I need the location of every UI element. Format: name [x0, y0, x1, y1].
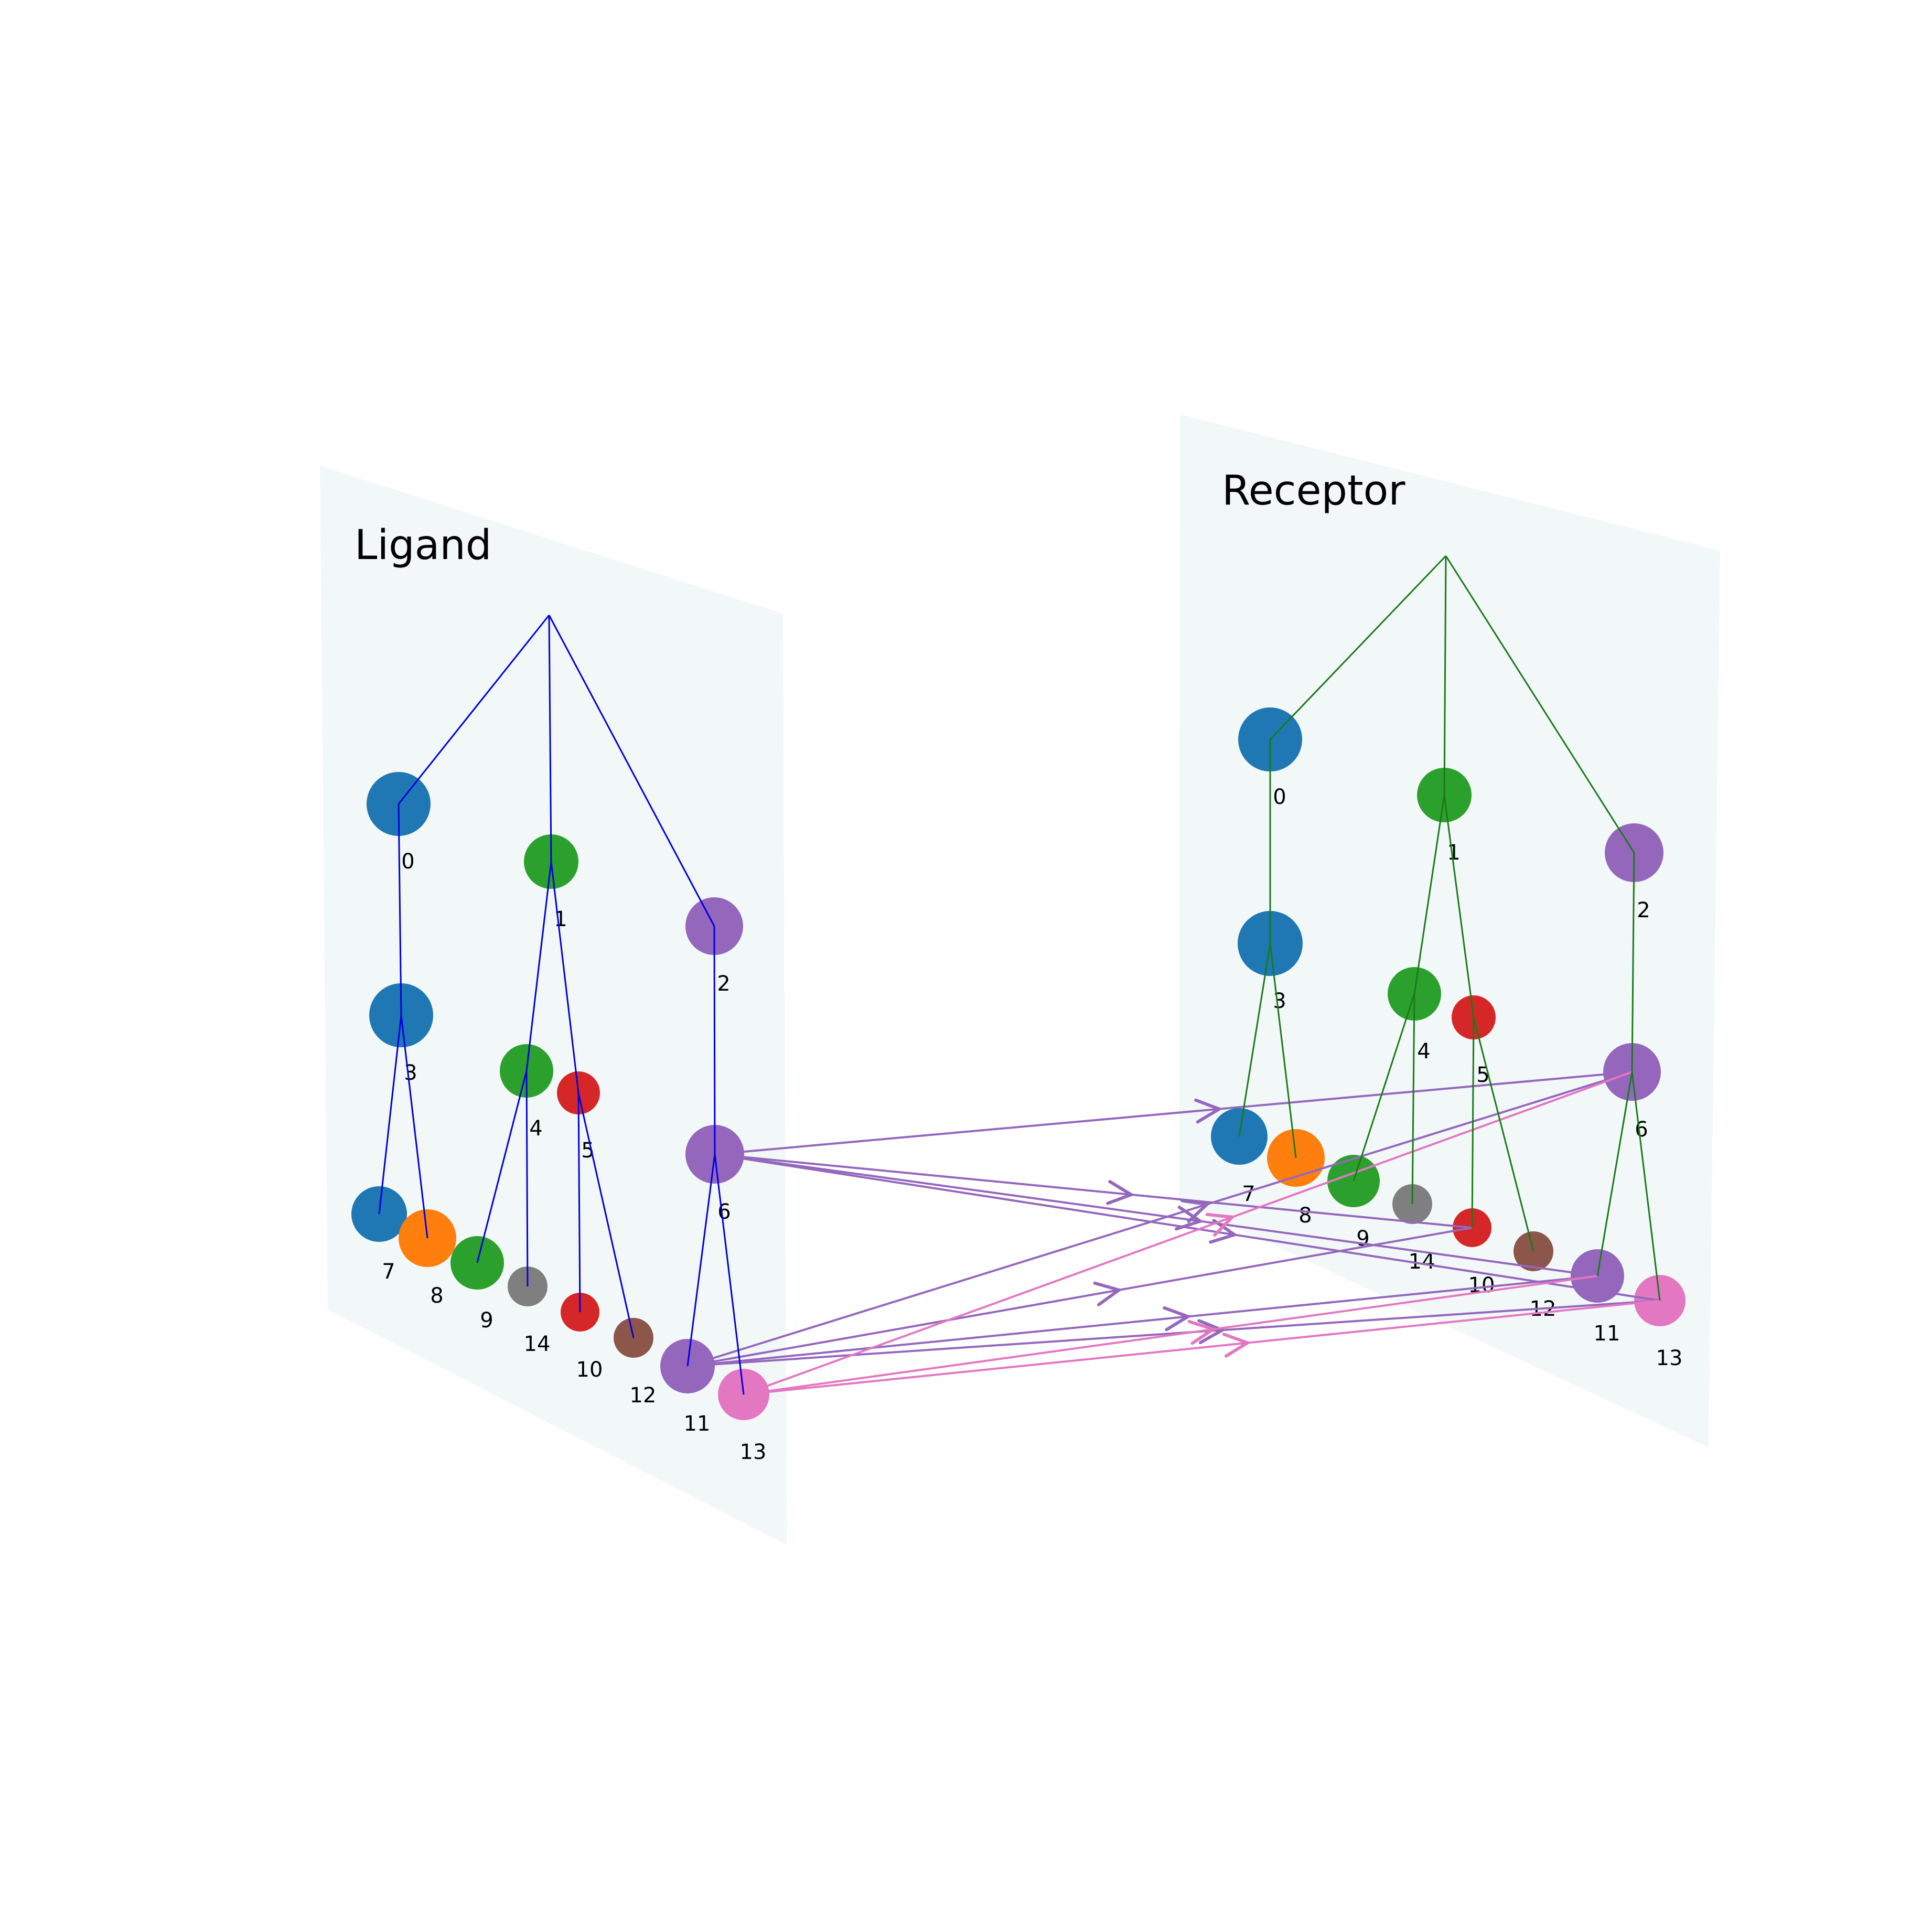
link-13-to-11	[743, 1275, 1598, 1396]
receptor-node-label-7: 7	[1242, 1182, 1255, 1206]
link-6-to-6	[714, 1071, 1633, 1155]
ligand-node-label-6: 6	[717, 1200, 731, 1224]
correspondence-links	[687, 1071, 1660, 1396]
link-6-to-10	[714, 1153, 1473, 1229]
link-11-to-6	[687, 1071, 1633, 1367]
receptor-node-label-8: 8	[1298, 1204, 1312, 1228]
receptor-node-label-13: 13	[1656, 1346, 1683, 1370]
ligand-node-label-9: 9	[480, 1308, 493, 1333]
ligand-tree-edges	[378, 615, 745, 1395]
receptor-edge-4-14	[1411, 993, 1415, 1205]
receptor-edge-4-9	[1353, 993, 1415, 1182]
link-13-to-13	[743, 1300, 1660, 1396]
ligand-node-label-5: 5	[581, 1139, 594, 1163]
ligand-panel	[320, 466, 787, 1545]
ligand-edge-1-5	[550, 861, 579, 1093]
receptor-node-label-2: 2	[1637, 898, 1650, 922]
ligand-edge-6-13	[714, 1154, 745, 1395]
link-11-to-11	[687, 1275, 1598, 1367]
ligand-node-label-14: 14	[524, 1332, 551, 1356]
ligand-node-label-0: 0	[401, 850, 414, 874]
link-arrowhead-6-to-10	[1106, 1180, 1135, 1205]
ligand-edge-4-9	[476, 1070, 528, 1263]
link-6-to-11	[714, 1153, 1598, 1277]
link-13-to-6	[743, 1071, 1633, 1396]
link-arrowhead-11-to-6	[1180, 1199, 1211, 1223]
ligand-edge-root-1	[548, 615, 552, 862]
receptor-edge-5-12	[1473, 1017, 1534, 1252]
receptor-node-label-3: 3	[1273, 989, 1286, 1013]
ligand-node-label-8: 8	[430, 1284, 443, 1308]
receptor-node-label-0: 0	[1273, 785, 1286, 809]
receptor-node-label-11: 11	[1594, 1322, 1620, 1346]
link-arrowhead-11-to-13	[1197, 1319, 1226, 1344]
link-arrowhead-13-to-6	[1205, 1212, 1236, 1237]
receptor-edge-6-11	[1596, 1071, 1633, 1276]
receptor-node-label-6: 6	[1635, 1118, 1648, 1142]
link-11-to-10	[687, 1227, 1473, 1367]
receptor-edge-1-5	[1443, 795, 1475, 1018]
ligand-edge-0-3	[398, 803, 402, 1016]
receptor-edge-3-7	[1238, 943, 1271, 1137]
link-6-to-13	[714, 1153, 1660, 1302]
link-arrowhead-11-to-11	[1163, 1306, 1192, 1332]
ligand-node-label-11: 11	[684, 1412, 711, 1436]
ligand-edge-3-7	[378, 1015, 402, 1215]
link-arrowhead-6-to-13	[1209, 1219, 1238, 1244]
ligand-node-label-12: 12	[630, 1383, 657, 1408]
receptor-edge-1-4	[1413, 795, 1445, 994]
receptor-title: Receptor	[1222, 467, 1405, 514]
ligand-node-label-13: 13	[740, 1440, 767, 1464]
ligand-node-label-1: 1	[554, 907, 567, 931]
link-arrowhead-13-to-11	[1187, 1319, 1217, 1345]
ligand-edge-6-11	[686, 1154, 716, 1367]
ligand-node-label-7: 7	[382, 1260, 395, 1284]
receptor-edge-root-0	[1269, 555, 1447, 740]
ligand-node-label-2: 2	[717, 972, 730, 996]
ligand-node-label-10: 10	[576, 1358, 603, 1382]
receptor-node-label-5: 5	[1476, 1063, 1489, 1087]
link-arrowhead-13-to-13	[1222, 1333, 1251, 1358]
receptor-edge-5-10	[1471, 1017, 1475, 1228]
ligand-edge-1-4	[525, 861, 552, 1071]
receptor-tree-edges	[1238, 555, 1661, 1301]
link-arrowhead-6-to-6	[1194, 1098, 1223, 1124]
ligand-title: Ligand	[355, 522, 491, 569]
receptor-edge-6-13	[1631, 1071, 1661, 1301]
ligand-edge-root-0	[398, 615, 550, 804]
ligand-edge-2-6	[713, 926, 716, 1155]
receptor-edge-root-1	[1443, 555, 1447, 796]
ligand-edge-5-12	[577, 1092, 635, 1338]
ligand-edge-3-8	[400, 1015, 428, 1239]
ligand-edge-5-10	[577, 1092, 581, 1313]
ligand-node-label-3: 3	[404, 1061, 417, 1085]
ligand-edge-root-2	[548, 615, 715, 927]
link-arrowhead-11-to-10	[1093, 1281, 1123, 1306]
receptor-panel	[1179, 414, 1720, 1447]
ligand-edge-4-14	[525, 1070, 529, 1287]
receptor-edge-2-6	[1631, 852, 1635, 1072]
receptor-node-label-4: 4	[1417, 1039, 1430, 1064]
ligand-node-label-4: 4	[529, 1117, 542, 1141]
receptor-edge-root-2	[1445, 555, 1635, 853]
receptor-edge-3-8	[1269, 943, 1297, 1158]
